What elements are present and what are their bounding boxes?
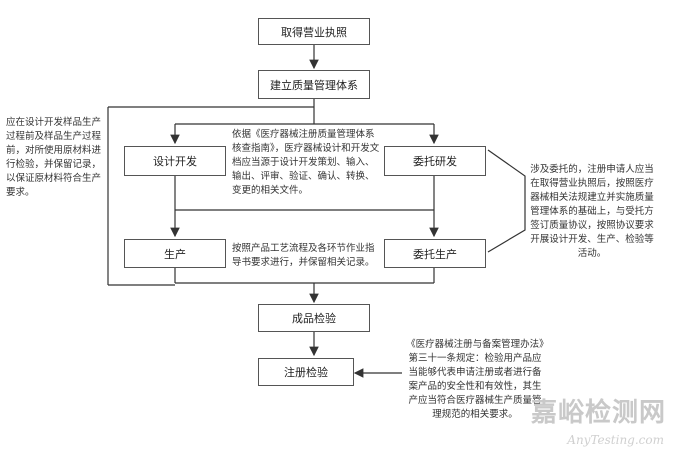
license-box: 取得营业执照 [258, 18, 370, 45]
watermark-en: AnyTesting.com [567, 433, 664, 447]
product-inspection-label: 成品检验 [292, 312, 336, 325]
left-note: 应在设计开发样品生产过程前及样品生产过程前，对所使用原材料进行检验，并保留记录，… [6, 117, 102, 198]
qms-label: 建立质量管理体系 [270, 78, 358, 92]
bottom-note: 《医疗器械注册与备案管理办法》第三十一条规定：检验用产品应当能够代表申请注册或者… [406, 339, 544, 420]
center-production-note: 按照产品工艺流程及各环节作业指导书要求进行，并保留相关记录。 [232, 243, 375, 268]
registration-inspection-box: 注册检验 [258, 358, 354, 386]
outsourced-dev-box: 委托研发 [384, 146, 486, 176]
production-box: 生产 [124, 239, 226, 268]
production-label: 生产 [164, 247, 186, 261]
registration-inspection-label: 注册检验 [284, 366, 328, 379]
product-inspection-box: 成品检验 [258, 304, 370, 332]
design-dev-label: 设计开发 [153, 155, 197, 168]
right-note-bracket [487, 149, 526, 253]
watermark-cn: 嘉峪检测网 [530, 398, 666, 428]
outsourced-prod-box: 委托生产 [384, 239, 486, 268]
license-label: 取得营业执照 [281, 25, 347, 39]
design-dev-box: 设计开发 [124, 146, 226, 176]
qms-box: 建立质量管理体系 [258, 70, 370, 99]
outsourced-dev-label: 委托研发 [413, 155, 457, 168]
center-design-note: 依据《医疗器械注册质量管理体系核查指南》，医疗器械设计和开发文档应当源于设计开发… [232, 129, 380, 196]
outsourced-prod-label: 委托生产 [413, 247, 457, 261]
right-note: 涉及委托的，注册申请人应当在取得营业执照后，按照医疗器械相关法规建立并实施质量管… [530, 164, 654, 259]
